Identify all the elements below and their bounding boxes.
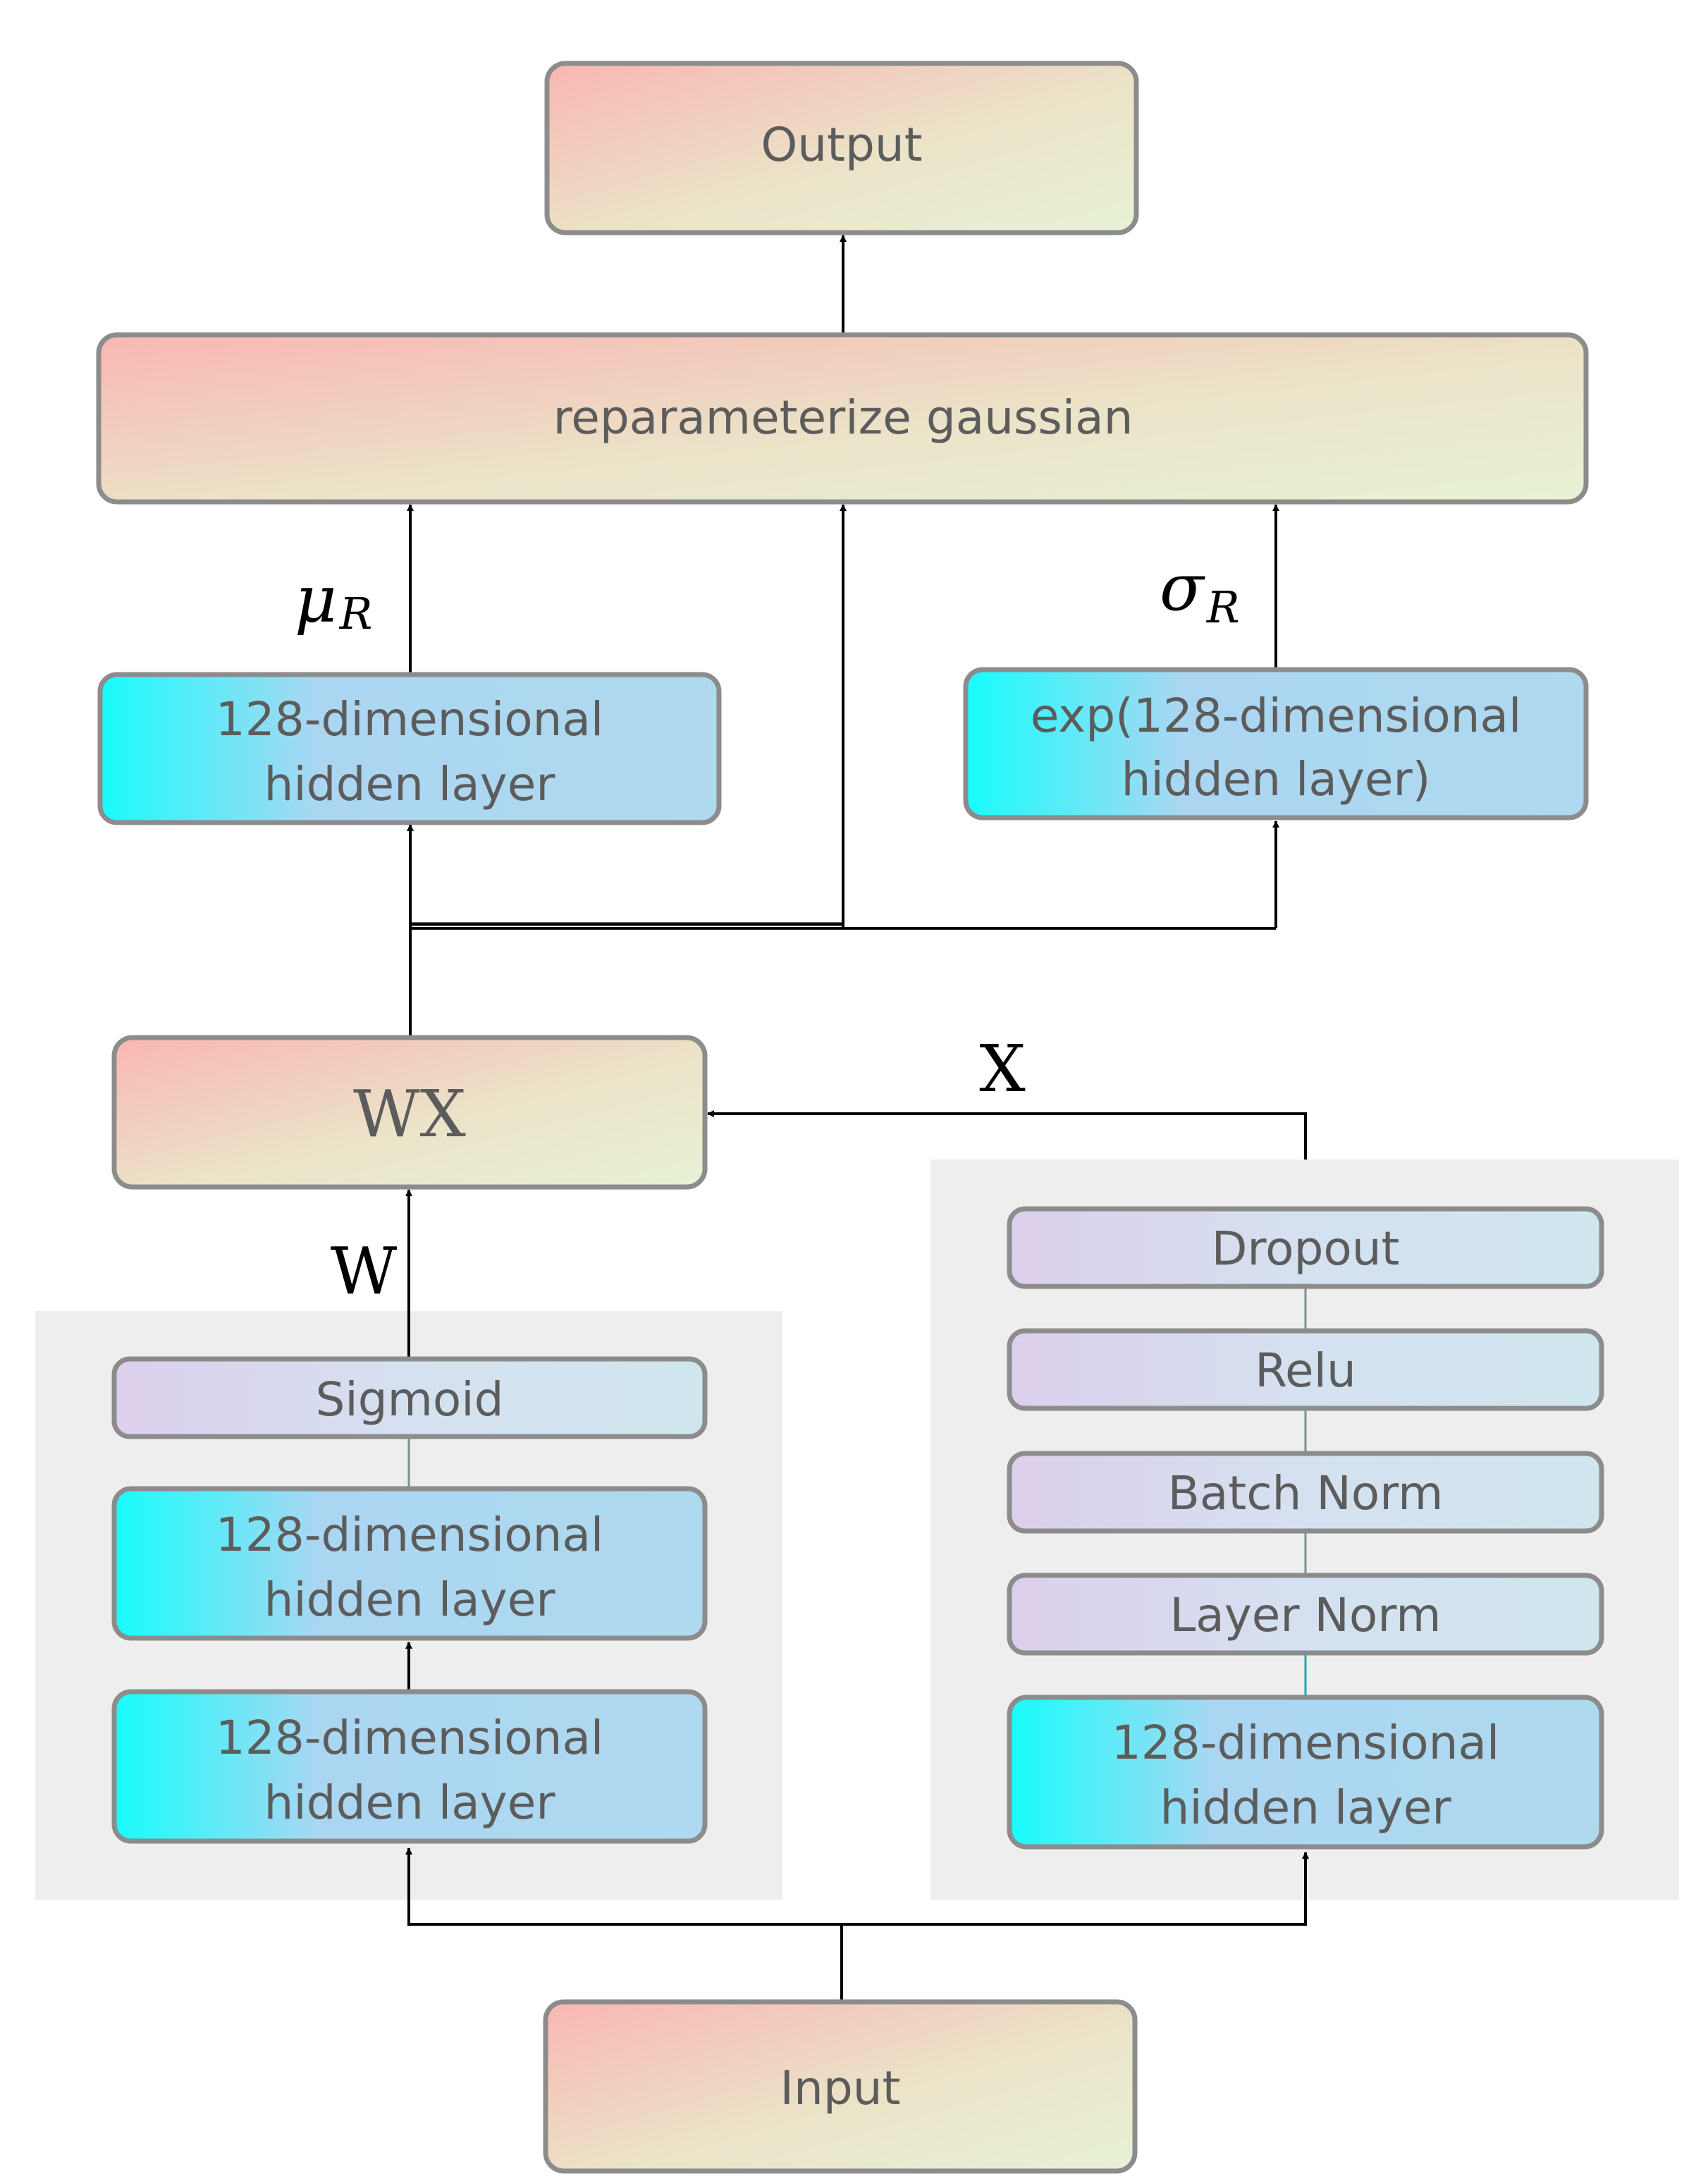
sigma-hidden-layer-node: exp(128-dimensional hidden layer) [963,667,1589,820]
layer-norm-node: Layer Norm [1007,1573,1604,1656]
mu-label: μR [295,562,372,639]
output-label: Output [761,118,922,172]
batch-norm-node: Batch Norm [1007,1451,1604,1534]
sigmoid-label: Sigmoid [315,1372,503,1427]
relu-label: Relu [1255,1343,1356,1398]
w-hidden-upper-line-2: hidden layer [264,1573,556,1627]
layer-norm-label: Layer Norm [1169,1588,1441,1642]
batch-norm-label: Batch Norm [1168,1466,1444,1520]
wx-node: WX [111,1035,708,1190]
x-hidden-line-2: hidden layer [1160,1781,1452,1835]
input-node: Input [543,1999,1138,2174]
x-hidden-layer-node: 128-dimensional hidden layer [1007,1695,1604,1850]
w-hidden-lower-line-2: hidden layer [264,1776,556,1830]
mu-hidden-line-2: hidden layer [264,757,556,811]
input-split-line [405,1847,843,2002]
reparameterize-label: reparameterize gaussian [553,391,1133,445]
w-hidden-layer-lower-node: 128-dimensional hidden layer [111,1689,708,1844]
x-label: X [979,1031,1026,1107]
input-label: Input [780,2061,901,2115]
dropout-node: Dropout [1007,1206,1604,1289]
w-hidden-upper-line-1: 128-dimensional [216,1508,603,1562]
sigma-hidden-line-1: exp(128-dimensional [1031,689,1522,743]
x-hidden-line-1: 128-dimensional [1112,1716,1499,1770]
wx-label: WX [353,1076,467,1152]
w-hidden-lower-line-1: 128-dimensional [216,1711,603,1765]
sigma-hidden-line-2: hidden layer) [1122,752,1431,806]
relu-node: Relu [1007,1328,1604,1411]
sigma-label: σR [1160,550,1240,633]
w-hidden-layer-upper-node: 128-dimensional hidden layer [111,1486,708,1641]
input-split-line-right [842,1852,1309,1926]
mu-hidden-layer-node: 128-dimensional hidden layer [97,672,722,825]
arrow-x-to-wx [707,1110,1307,1160]
dropout-label: Dropout [1212,1222,1400,1276]
sigmoid-node: Sigmoid [111,1356,708,1439]
reparameterize-node: reparameterize gaussian [96,332,1589,505]
mu-hidden-line-1: 128-dimensional [216,692,603,746]
output-node: Output [544,61,1139,235]
w-label: W [331,1234,398,1309]
